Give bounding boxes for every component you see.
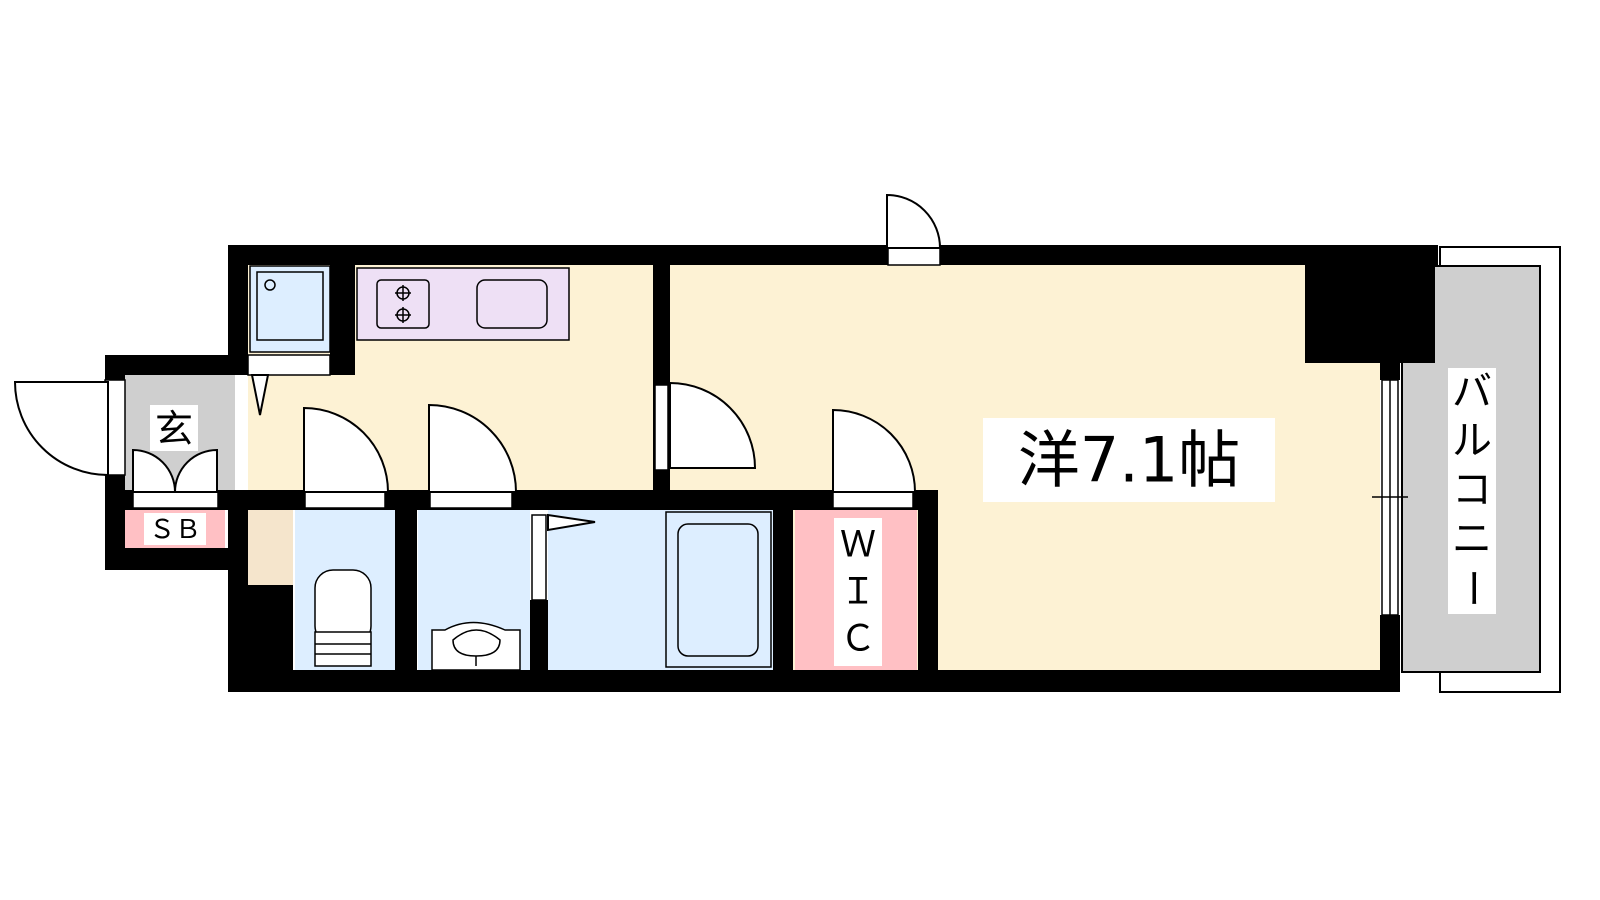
balcony-label-char: ル <box>1452 418 1492 464</box>
shoe-box-label: ＳＢ <box>149 515 201 545</box>
washbasin-icon <box>431 621 521 671</box>
door-swing-icon <box>13 193 942 532</box>
room-labels: 洋7.1帖 玄 ＳＢ Ｗ Ｉ Ｃ バ ル コ ニ ー <box>144 369 1495 666</box>
entrance-label: 玄 <box>155 407 193 451</box>
balcony-label: バ ル コ ニ ー <box>1449 369 1495 608</box>
refrigerator-icon <box>249 265 331 353</box>
western-room-label: 洋7.1帖 <box>1018 424 1241 497</box>
sink-icon <box>476 279 548 329</box>
closet-label-c: Ｃ <box>840 619 876 660</box>
balcony-label-char: ニ <box>1452 516 1492 562</box>
stove-icon <box>376 279 430 329</box>
bathtub-icon <box>665 511 772 668</box>
closet-label-i: Ｉ <box>840 572 876 613</box>
balcony-label-char: バ <box>1452 369 1492 415</box>
balcony-label-char: ー <box>1449 568 1495 608</box>
kitchen-counter <box>356 267 570 341</box>
closet-label-w: Ｗ <box>840 525 876 566</box>
toilet-icon <box>314 569 372 667</box>
balcony-label-char: コ <box>1452 467 1492 513</box>
storage-floor <box>248 510 293 585</box>
